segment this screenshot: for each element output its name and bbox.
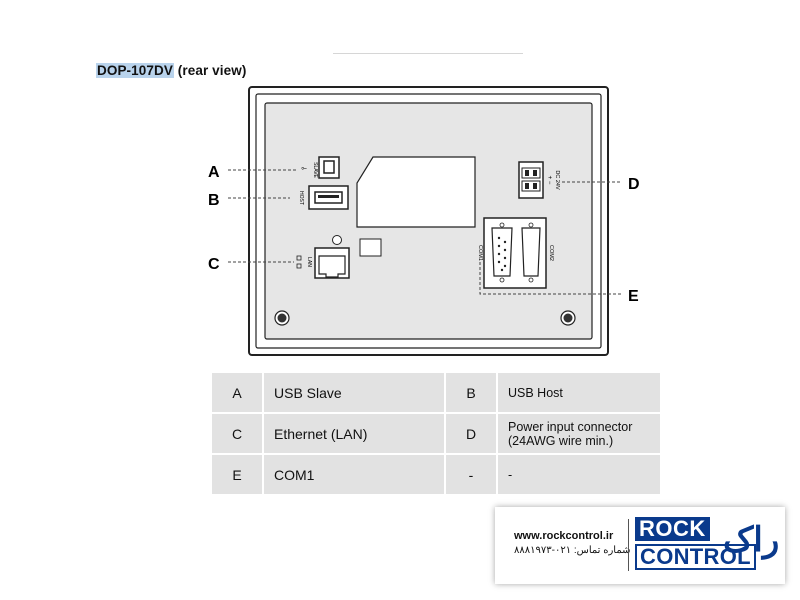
dc-label: DC 24V (554, 170, 560, 190)
table-row: C Ethernet (LAN) D Power input connector… (210, 412, 662, 455)
callout-line-e (479, 262, 622, 295)
usb-symbol-icon: ⟜ (301, 164, 307, 172)
table-cell: COM1 (262, 453, 446, 496)
callout-c: C (208, 256, 220, 273)
table-cell: Ethernet (LAN) (262, 412, 446, 455)
host-label: HOST (298, 191, 304, 205)
phone-number: شماره تماس: ۰۲۱-۸۸۸۱۹۷۳ (514, 545, 631, 556)
lan-led (332, 235, 342, 245)
table-cell: E (210, 453, 264, 496)
polarity-label: + − (546, 176, 552, 185)
callout-e: E (628, 288, 639, 305)
callout-d: D (628, 176, 640, 193)
status-window (359, 238, 382, 257)
com1-port (491, 227, 513, 277)
com2-port (521, 227, 541, 277)
led-icon (296, 263, 302, 269)
com2-label: COM2 (548, 245, 554, 261)
table-cell: USB Host (496, 371, 662, 414)
table-row: A USB Slave B USB Host (210, 371, 662, 414)
page-title: DOP-107DV (rear view) (96, 63, 246, 78)
view-label: (rear view) (173, 63, 247, 78)
brand-control: CONTROL (635, 544, 756, 570)
table-cell: B (444, 371, 498, 414)
slave-label: SLAVE (312, 162, 318, 178)
table-cell: - (496, 453, 662, 496)
logo-divider (628, 519, 629, 571)
port-spec-table: A USB Slave B USB Host C Ethernet (LAN) … (210, 371, 662, 496)
callout-a: A (208, 164, 220, 181)
rockcontrol-logo-box: www.rockcontrol.ir شماره تماس: ۰۲۱-۸۸۸۱۹… (495, 507, 785, 584)
screw-left (274, 310, 290, 326)
housing-outer (248, 86, 609, 356)
table-row: E COM1 - - (210, 453, 662, 496)
usb-slave-port (318, 156, 340, 179)
brand-persian: راک (723, 521, 780, 559)
housing-bezel (255, 93, 602, 349)
website-url: www.rockcontrol.ir (514, 530, 614, 542)
top-divider (333, 53, 523, 54)
power-connector (518, 161, 544, 199)
table-cell: C (210, 412, 264, 455)
table-cell: USB Slave (262, 371, 446, 414)
table-cell: A (210, 371, 264, 414)
table-cell: - (444, 453, 498, 496)
model-name: DOP-107DV (96, 63, 174, 78)
label-area (356, 156, 476, 228)
table-cell: Power input connector (24AWG wire min.) (496, 412, 662, 455)
lan-label: LAN (306, 257, 312, 267)
screw-right (560, 310, 576, 326)
led-icon (296, 255, 302, 261)
table-cell: D (444, 412, 498, 455)
callout-b: B (208, 192, 220, 209)
com1-label: COM1 (477, 245, 483, 261)
brand-rock: ROCK (635, 517, 710, 541)
